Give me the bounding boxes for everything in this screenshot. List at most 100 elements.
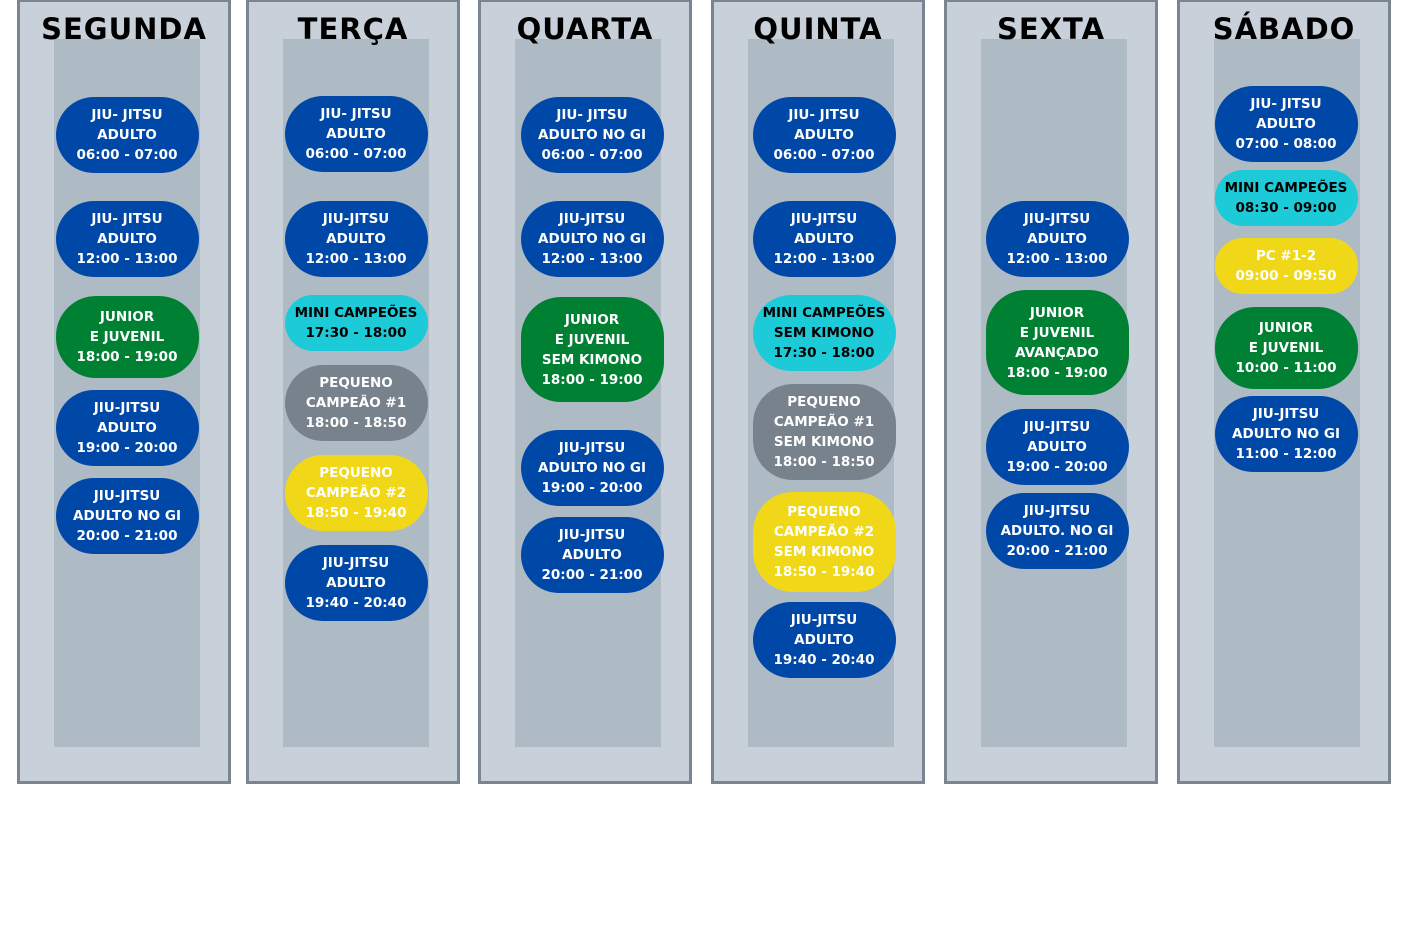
- class-label: JIU-JITSU: [790, 612, 858, 628]
- class-label: CAMPEÃO #2: [773, 524, 875, 540]
- class-label: CAMPEÃO #1: [773, 414, 875, 430]
- day-title: QUINTA: [753, 12, 883, 46]
- class-label: PC #1-2: [1255, 248, 1317, 264]
- class-label: ADULTO NO GI: [1232, 426, 1340, 442]
- class-label: ADULTO NO GI: [538, 460, 646, 476]
- class-label: SEM KIMONO: [541, 351, 643, 368]
- class-label: SEM KIMONO: [773, 325, 875, 341]
- class-label: PEQUENO: [787, 394, 861, 410]
- class-time: 18:00 - 19:00: [541, 371, 643, 388]
- class-time: 06:00 - 07:00: [773, 147, 875, 163]
- class-label: ADULTO: [97, 127, 157, 143]
- class-time: 12:00 - 13:00: [1006, 251, 1108, 267]
- class-label: AVANÇADO: [1015, 344, 1099, 361]
- class-label: JIU-JITSU: [1023, 419, 1091, 435]
- day-title: SEXTA: [996, 12, 1106, 46]
- day-title: SEGUNDA: [41, 12, 207, 46]
- class-label: JUNIOR: [564, 311, 620, 328]
- class-label: ADULTO. NO GI: [1000, 523, 1114, 539]
- class-label: CAMPEÃO #2: [305, 485, 407, 501]
- class-time: 08:30 - 09:00: [1235, 200, 1337, 216]
- class-time: 19:40 - 20:40: [305, 595, 407, 611]
- class-label: ADULTO: [326, 126, 386, 142]
- class-label: ADULTO NO GI: [73, 508, 181, 524]
- class-time: 12:00 - 13:00: [773, 251, 875, 267]
- day-title: QUARTA: [516, 12, 654, 46]
- class-label: PEQUENO: [319, 465, 393, 481]
- class-pill: MINI CAMPEÕES 08:30 - 09:00: [1214, 170, 1358, 226]
- class-time: 18:00 - 18:50: [773, 454, 875, 470]
- class-pill: JIU- JITSU ADULTO 12:00 - 13:00: [55, 201, 199, 277]
- class-pill: JIU- JITSU ADULTO 07:00 - 08:00: [1214, 86, 1358, 162]
- class-time: 18:00 - 18:50: [305, 415, 407, 431]
- class-label: ADULTO: [97, 420, 157, 436]
- class-pill: JIU-JITSU ADULTO 19:00 - 20:00: [55, 390, 199, 466]
- class-time: 20:00 - 21:00: [1006, 543, 1108, 559]
- class-label: JIU- JITSU: [91, 211, 163, 227]
- class-label: ADULTO NO GI: [538, 127, 646, 143]
- class-label: ADULTO: [562, 547, 622, 563]
- day-title: SÁBADO: [1212, 12, 1356, 46]
- class-label: JUNIOR: [1029, 304, 1085, 321]
- class-label: MINI CAMPEÕES: [762, 305, 886, 321]
- class-label: ADULTO: [1256, 116, 1316, 132]
- class-label: JIU- JITSU: [788, 107, 860, 123]
- class-time: 18:00 - 19:00: [76, 349, 178, 365]
- class-time: 10:00 - 11:00: [1235, 360, 1337, 376]
- class-label: JIU-JITSU: [93, 400, 161, 416]
- class-time: 12:00 - 13:00: [76, 251, 178, 267]
- class-label: E JUVENIL: [1248, 340, 1324, 356]
- class-label: JIU- JITSU: [556, 107, 628, 123]
- class-label: JIU- JITSU: [91, 107, 163, 123]
- day-title: TERÇA: [297, 12, 409, 46]
- class-time: 18:50 - 19:40: [773, 564, 875, 580]
- class-time: 19:40 - 20:40: [773, 652, 875, 668]
- class-time: 19:00 - 20:00: [541, 480, 643, 496]
- class-label: ADULTO: [326, 231, 386, 247]
- class-label: JIU-JITSU: [558, 211, 626, 227]
- class-time: 19:00 - 20:00: [76, 440, 178, 456]
- class-label: ADULTO: [326, 575, 386, 591]
- class-label: MINI CAMPEÕES: [1224, 180, 1348, 196]
- class-label: JIU-JITSU: [322, 211, 390, 227]
- class-time: 20:00 - 21:00: [76, 528, 178, 544]
- class-label: PEQUENO: [319, 375, 393, 391]
- class-time: 07:00 - 08:00: [1235, 136, 1337, 152]
- class-label: ADULTO: [97, 231, 157, 247]
- class-time: 12:00 - 13:00: [541, 251, 643, 267]
- class-label: ADULTO: [794, 127, 854, 143]
- class-pill: JIU-JITSU ADULTO 12:00 - 13:00: [752, 201, 896, 277]
- class-pill: JIU- JITSU ADULTO 06:00 - 07:00: [752, 97, 896, 173]
- class-label: ADULTO: [794, 231, 854, 247]
- class-time: 17:30 - 18:00: [305, 325, 407, 341]
- class-label: E JUVENIL: [89, 329, 165, 345]
- class-label: JIU- JITSU: [1250, 96, 1322, 112]
- class-label: JIU- JITSU: [320, 106, 392, 122]
- class-label: SEM KIMONO: [773, 434, 875, 450]
- class-label: ADULTO: [1027, 439, 1087, 455]
- class-label: MINI CAMPEÕES: [294, 305, 418, 321]
- class-label: JUNIOR: [99, 309, 155, 325]
- class-label: JIU-JITSU: [790, 211, 858, 227]
